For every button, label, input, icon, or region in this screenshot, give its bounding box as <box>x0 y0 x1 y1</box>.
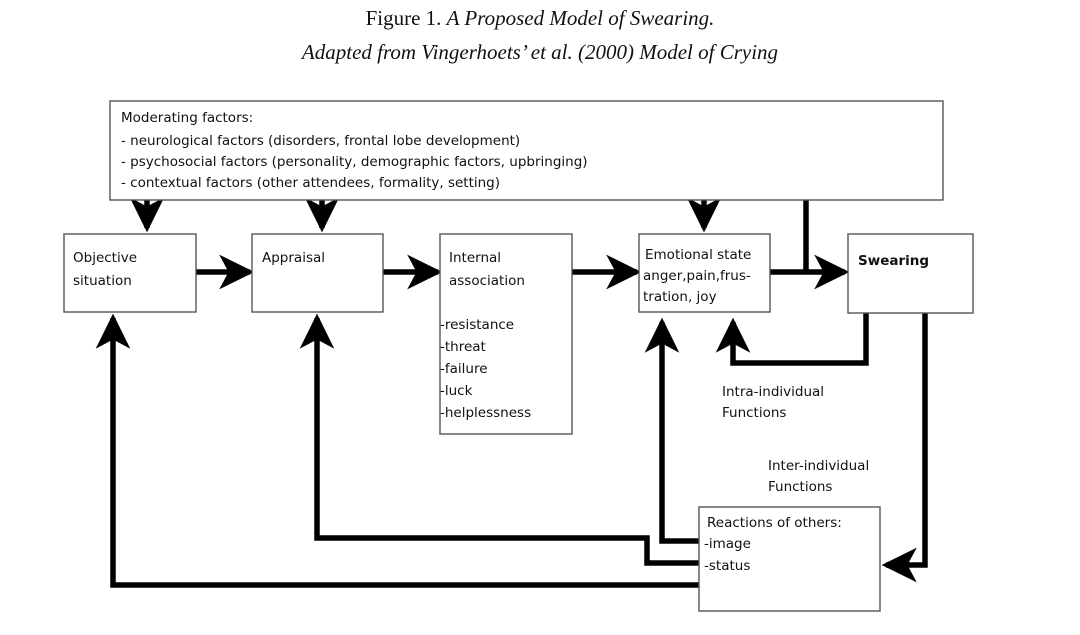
figure-caption-line-2: Adapted from Vingerhoets’ et al. (2000) … <box>0 40 1080 65</box>
internal-association-item-0: -resistance <box>440 317 514 333</box>
moderating-distribution-lines <box>129 197 809 270</box>
internal-association-line-1: Internal <box>449 250 501 266</box>
figure-number: Figure 1. <box>365 6 442 30</box>
inter-individual-functions-label: Inter-individual Functions <box>768 458 869 495</box>
internal-association-line-2: association <box>449 273 525 289</box>
figure-title: A Proposed Model of Swearing. <box>446 6 715 30</box>
intra-individual-functions-label: Intra-individual Functions <box>722 384 824 421</box>
appraisal-box-outline <box>251 233 384 313</box>
internal-association-item-1: -threat <box>440 339 486 355</box>
internal-association-box: Internal association -resistance -threat… <box>439 233 573 435</box>
reactions-of-others-item-1: -status <box>704 558 750 574</box>
emotional-state-line-2: anger,pain,frus- <box>643 268 751 284</box>
emotional-state-line-3: tration, joy <box>643 289 717 305</box>
arrow-swearing-to-reactions-of-others <box>881 313 928 583</box>
emotional-state-box-outline <box>638 233 771 313</box>
swearing-label: Swearing <box>858 253 929 269</box>
inter-individual-functions-line-2: Functions <box>768 479 832 495</box>
moderating-factors-box-outline <box>109 100 944 201</box>
arrow-reactions-to-objective-situation <box>95 313 699 588</box>
appraisal-label: Appraisal <box>262 250 325 266</box>
swearing-box: Swearing <box>847 233 974 314</box>
intra-individual-functions-line-1: Intra-individual <box>722 384 824 400</box>
emotional-state-line-1: Emotional state <box>645 247 751 263</box>
inter-individual-functions-line-1: Inter-individual <box>768 458 869 474</box>
moderating-factors-item-1: - psychosocial factors (personality, dem… <box>121 154 588 170</box>
objective-situation-line-1: Objective <box>73 250 137 266</box>
objective-situation-line-2: situation <box>73 273 132 289</box>
internal-association-box-outline <box>439 233 573 435</box>
appraisal-box: Appraisal <box>251 233 384 313</box>
moderating-factors-heading: Moderating factors: <box>121 110 253 126</box>
reactions-of-others-box: Reactions of others: -image -status <box>698 506 881 612</box>
reactions-of-others-box-outline <box>698 506 881 612</box>
moderating-factors-item-0: - neurological factors (disorders, front… <box>121 133 520 149</box>
arrow-intra-individual-feedback-loop <box>715 313 869 366</box>
swearing-box-outline <box>847 233 974 314</box>
moderating-factors-box: Moderating factors: - neurological facto… <box>109 100 944 201</box>
figure-subtitle: Adapted from Vingerhoets’ et al. (2000) … <box>301 40 779 64</box>
objective-situation-box: Objective situation <box>63 233 197 313</box>
reactions-of-others-item-0: -image <box>704 536 751 552</box>
objective-situation-box-outline <box>63 233 197 313</box>
internal-association-item-2: -failure <box>440 361 488 377</box>
internal-association-item-3: -luck <box>440 383 473 399</box>
reactions-of-others-heading: Reactions of others: <box>707 515 842 531</box>
arrow-reactions-to-appraisal <box>299 313 699 566</box>
arrow-reactions-to-emotional-state <box>644 317 699 544</box>
internal-association-item-4: -helplessness <box>440 405 531 421</box>
figure-caption-line-1: Figure 1. A Proposed Model of Swearing. <box>0 6 1080 31</box>
intra-individual-functions-line-2: Functions <box>722 405 786 421</box>
moderating-factors-item-2: - contextual factors (other attendees, f… <box>121 175 500 191</box>
emotional-state-box: Emotional state anger,pain,frus- tration… <box>638 233 771 313</box>
